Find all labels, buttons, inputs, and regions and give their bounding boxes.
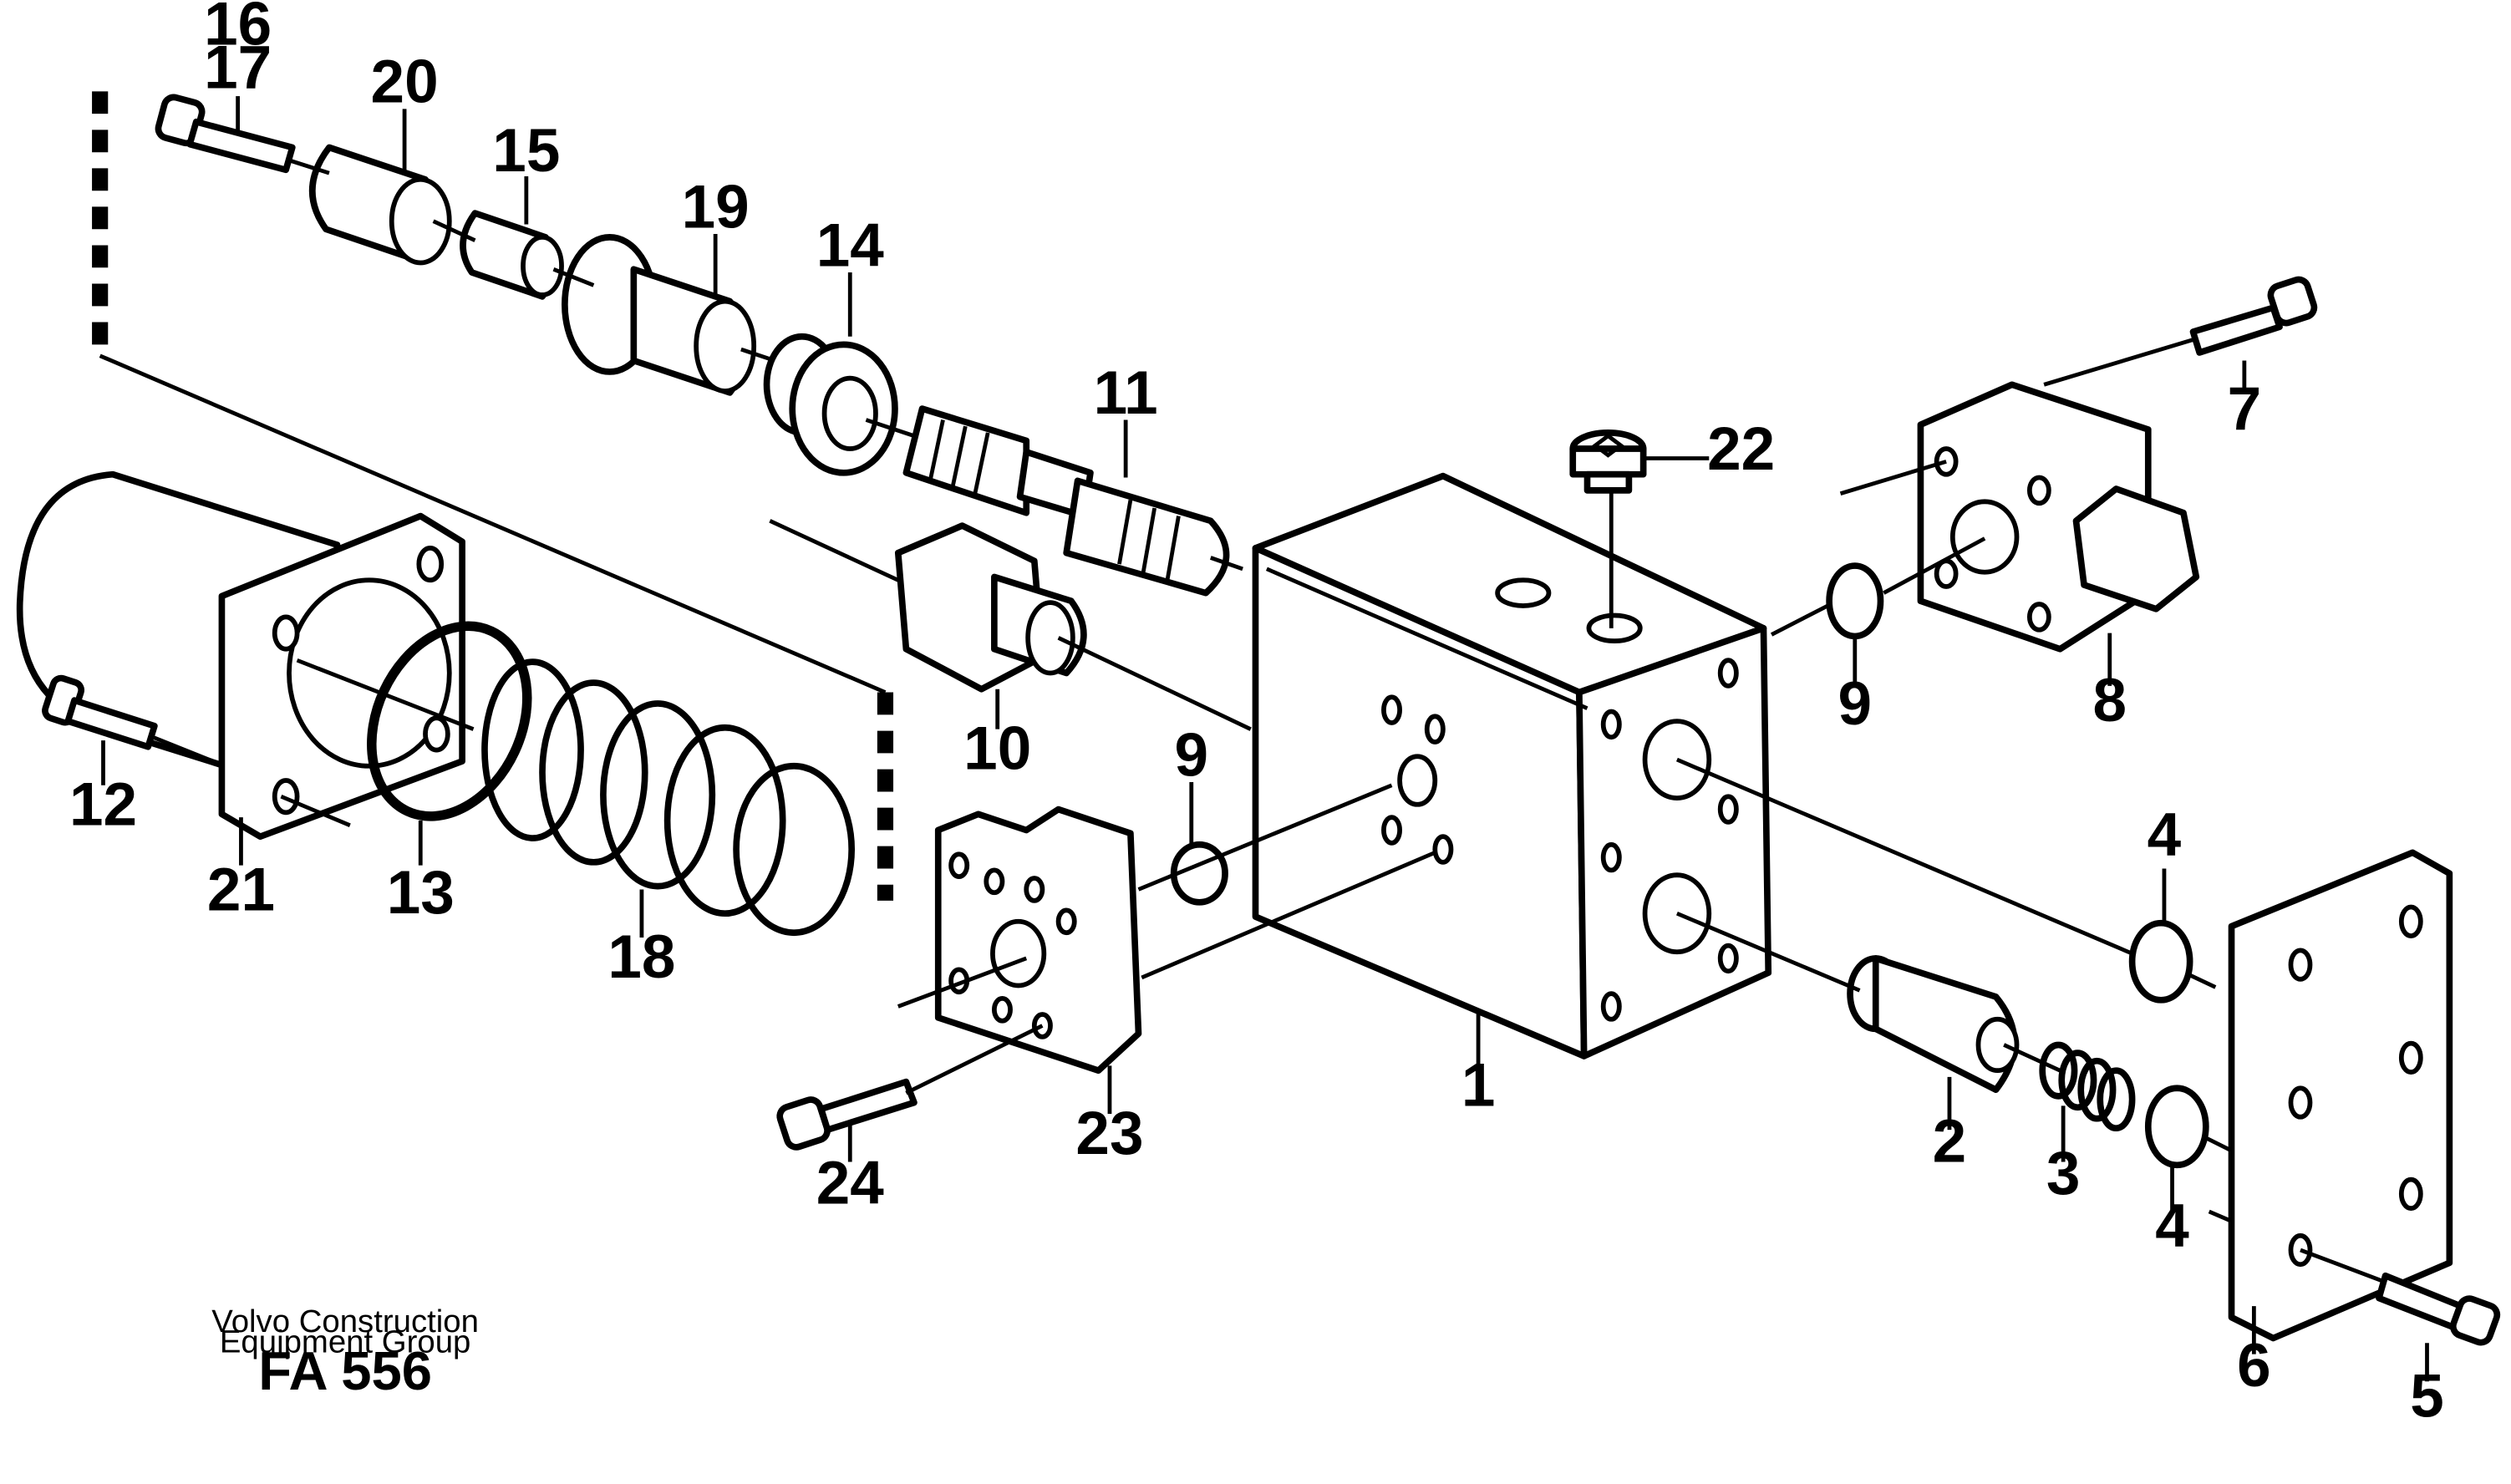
callout-11: 11	[1094, 359, 1158, 427]
credit-line-2: Equipment Group	[220, 1324, 471, 1360]
callout-2: 2	[1933, 1107, 1967, 1175]
part-1-valve-block	[1252, 472, 1772, 1060]
callout-8: 8	[2092, 667, 2127, 734]
callout-5: 5	[2410, 1362, 2444, 1430]
part-24-screw	[776, 1078, 917, 1151]
callout-16: 16	[204, 0, 272, 58]
leader-lines	[101, 96, 2429, 1382]
credit-line-1: Volvo Construction	[211, 1304, 479, 1339]
part-8-solenoid-unit	[1917, 381, 2200, 653]
part-4-o-ring-lower	[2144, 1085, 2209, 1169]
part-9-o-ring-upper	[1826, 562, 1884, 640]
callout-13: 13	[387, 859, 455, 927]
part-19-flanged-sleeve	[562, 234, 757, 396]
callout-24: 24	[816, 1149, 885, 1217]
part-20-sleeve	[308, 144, 452, 266]
part-13-o-ring	[367, 621, 532, 821]
part-22-plug	[1569, 429, 1647, 494]
callout-20: 20	[371, 48, 439, 116]
part-17-screw	[155, 94, 296, 174]
part-23-adapter-plate	[934, 806, 1142, 1075]
part-18-spring	[481, 658, 856, 937]
part-10-hex-fitting	[894, 522, 1087, 693]
callout-10: 10	[963, 715, 1031, 783]
callout-15: 15	[492, 117, 560, 185]
assembly-lines	[152, 158, 2386, 1284]
part-12-screw	[42, 674, 158, 750]
callout-22: 22	[1707, 415, 1775, 483]
figure-id: FA 556	[258, 1340, 432, 1401]
part-6-cover-plate	[2228, 849, 2453, 1342]
group-bracket	[92, 91, 894, 901]
callout-labels: 1 2 3 4 4 5 6 7 8 9 9 10 11 12 13 14 15 …	[69, 0, 2444, 1430]
callout-17: 17	[204, 33, 272, 101]
callout-4-upper: 4	[2148, 801, 2182, 869]
part-5-screw	[2376, 1272, 2501, 1346]
callout-14: 14	[816, 211, 885, 279]
callout-9-left: 9	[1175, 721, 1209, 789]
callout-4-lower: 4	[2155, 1192, 2189, 1260]
callout-12: 12	[69, 771, 137, 839]
callout-6: 6	[2237, 1332, 2271, 1400]
callout-1: 1	[1461, 1051, 1496, 1119]
callout-18: 18	[607, 923, 675, 991]
part-3-spring	[2039, 1041, 2136, 1132]
part-7-screw	[2189, 276, 2318, 356]
callout-23: 23	[1075, 1100, 1143, 1167]
callout-21: 21	[207, 856, 275, 923]
callout-9-right: 9	[1838, 670, 1873, 738]
callout-7: 7	[2228, 375, 2262, 443]
callout-3: 3	[2046, 1140, 2081, 1207]
part-4-o-ring-upper	[2128, 919, 2193, 1004]
callout-19: 19	[682, 173, 750, 241]
part-14-washer	[763, 333, 898, 476]
part-15-bushing	[460, 210, 564, 300]
part-11-spool	[902, 405, 1230, 597]
part-2-piston	[1847, 955, 2020, 1094]
